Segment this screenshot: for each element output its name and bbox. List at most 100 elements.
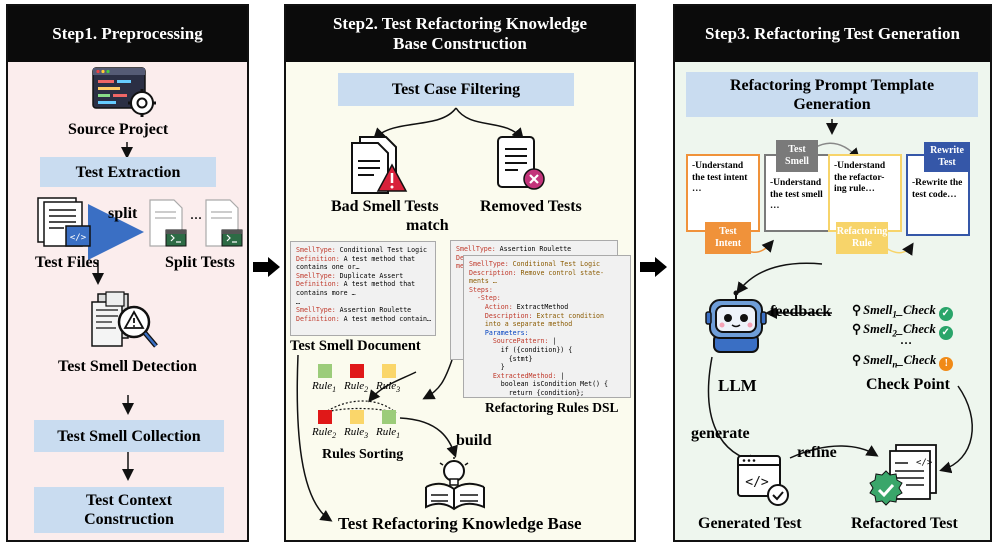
match-label: match (406, 217, 449, 234)
robot-icon (704, 290, 768, 354)
code-value: A test method that (339, 280, 416, 289)
code-line: ments … (469, 277, 625, 286)
prompt-card-tag: Refactoring Rule (836, 222, 888, 254)
code-line: … (296, 298, 430, 307)
code-line: return {condition}; (469, 388, 625, 397)
rule-name: Rule (312, 380, 333, 392)
test-files-icon: </> (36, 196, 96, 252)
code-key: SmellType: (469, 260, 509, 268)
test-extraction-box: Test Extraction (40, 157, 216, 187)
prompt-card: -Understand the test intent … (686, 154, 760, 232)
rule-index: 3 (364, 431, 369, 441)
code-value: ExtractMethod (512, 302, 569, 311)
context-construction-box: Test Context Construction (34, 487, 224, 533)
check-pass-icon: ✓ (938, 326, 953, 340)
rule-square (350, 364, 364, 378)
rule-index: 2 (332, 431, 337, 441)
rule-square (382, 410, 396, 424)
check-item: ⚲Smelln_Check! (852, 352, 954, 371)
code-line: Definition: A test method that (296, 280, 430, 289)
code-value: ments … (469, 277, 497, 286)
prompt-card-text: -Understand the test smell … (770, 178, 823, 211)
rule-label: Rule2 (312, 426, 336, 440)
knowledge-base-label: Test Refactoring Knowledge Base (338, 514, 582, 533)
check-name: Smell (863, 303, 893, 317)
code-value: contains more … (296, 288, 356, 297)
code-value: | (548, 337, 557, 346)
refactored-test-label: Refactored Test (851, 515, 958, 532)
rule-index: 1 (332, 385, 337, 395)
code-value: return {condition}; (469, 388, 585, 397)
rule-label: Rule2 (344, 380, 368, 394)
code-key: Parameters: (469, 328, 529, 337)
rule-index: 1 (396, 431, 401, 441)
split-ellipsis: ... (190, 206, 202, 223)
code-line: Definition: A test method contain… (296, 314, 431, 324)
code-line: Description: Remove control state- (469, 269, 625, 278)
refactored-test-icon: </> (868, 443, 942, 509)
code-line: -Step: (469, 294, 625, 303)
code-key: Description: (469, 268, 517, 277)
code-value: contains one or… (296, 263, 360, 272)
code-key: De (456, 253, 464, 262)
build-label: build (456, 432, 492, 449)
code-value: Duplicate Assert (335, 271, 404, 280)
code-line: Description: Extract condition (469, 312, 625, 321)
code-key: SmellType: (296, 246, 336, 254)
code-value: | (556, 371, 565, 380)
knowledge-base-icon (422, 457, 488, 513)
smell-document-label: Test Smell Document (290, 338, 421, 354)
rule-name: Rule (312, 426, 333, 438)
code-value: Assertion Roulette (335, 306, 412, 315)
rule-square (350, 410, 364, 424)
step2-title: Step2. Test Refactoring Knowledge Base C… (286, 6, 634, 62)
feedback-label: feedback (770, 303, 832, 320)
code-value: Assertion Roulette (495, 245, 572, 253)
code-key: Description: (469, 311, 533, 320)
step3-title: Step3. Refactoring Test Generation (675, 6, 990, 62)
split-label: split (108, 205, 138, 222)
check-name: Smell (863, 322, 893, 336)
rules-sorting-label: Rules Sorting (322, 447, 404, 462)
code-line: SmellType: Assertion Roulette (296, 306, 430, 315)
svg-text:</>: </> (916, 458, 933, 468)
code-key: Definition: (296, 254, 340, 263)
code-value: Conditional Test Logic (335, 246, 428, 254)
split-tests-icon (148, 196, 248, 252)
code-value: boolean isCondition Met() { (469, 380, 608, 389)
rule-name: Rule (376, 426, 397, 438)
check-name: Smell (863, 353, 893, 367)
rule-index: 2 (364, 385, 369, 395)
code-value: into a separate method (469, 320, 573, 329)
code-line: } (469, 363, 625, 372)
check-index: n (892, 359, 898, 370)
rule-label: Rule3 (376, 380, 400, 394)
smell-collection-box: Test Smell Collection (34, 420, 224, 452)
check-suffix: _Check (897, 353, 937, 367)
rule-name: Rule (344, 380, 365, 392)
code-key: SourcePattern: (469, 337, 549, 346)
code-line: SourcePattern: | (469, 337, 625, 346)
code-line: SmellType: Conditional Test Logic (469, 260, 625, 269)
code-key: Steps: (469, 285, 493, 294)
source-project-icon (92, 67, 158, 117)
code-line: SmellType: Duplicate Assert (296, 272, 430, 281)
code-key: Definition: (296, 314, 340, 323)
code-key: SmellType: (296, 306, 336, 315)
code-key: -Step: (469, 294, 501, 303)
check-item: ⚲Smell2_Check✓ (852, 321, 953, 340)
code-line: me (456, 262, 612, 271)
svg-text:</>: </> (745, 475, 769, 490)
code-value: if ({condition}) { (469, 345, 573, 354)
check-pass-icon: ✓ (938, 307, 953, 321)
rule-square (382, 364, 396, 378)
code-value: {stmt} (469, 354, 533, 363)
generated-test-label: Generated Test (698, 515, 802, 532)
check-point-label: Check Point (866, 376, 950, 393)
smell-detection-icon (90, 288, 162, 354)
code-line: De (456, 254, 612, 263)
generate-label: generate (691, 425, 750, 442)
